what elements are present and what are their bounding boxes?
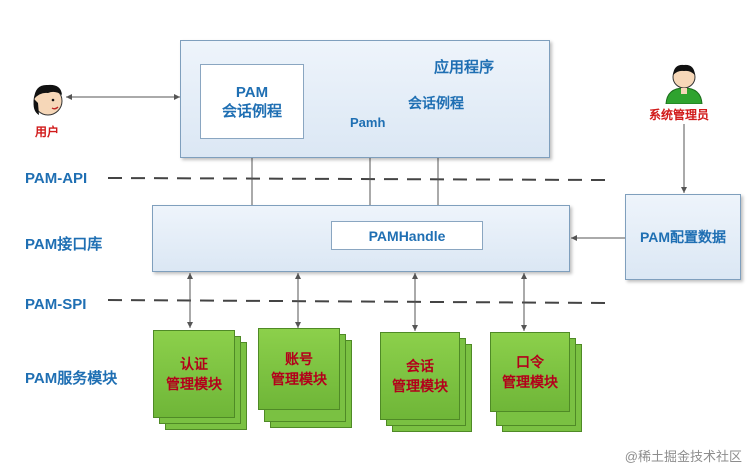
module-password-line2: 管理模块	[502, 374, 558, 390]
module-session-line1: 会话	[406, 358, 434, 374]
pam-handle-label: PAMHandle	[368, 227, 446, 244]
admin-avatar-icon	[665, 64, 703, 104]
pam-routine-line1: PAM	[235, 83, 269, 101]
pam-handle-box: PAMHandle	[331, 221, 483, 250]
module-auth-line2: 管理模块	[166, 376, 222, 392]
layer-spi-label: PAM-SPI	[25, 296, 87, 313]
user-label: 用户	[35, 125, 60, 139]
module-session: 会话 管理模块	[380, 332, 460, 420]
module-auth-line1: 认证	[180, 356, 208, 372]
pam-config-box: PAM配置数据	[625, 194, 741, 280]
spi-separator	[107, 299, 606, 304]
pamh-label: Pamh	[350, 115, 386, 130]
admin-label: 系统管理员	[649, 108, 710, 122]
module-password: 口令 管理模块	[490, 332, 570, 412]
session-routine-label: 会话例程	[408, 95, 464, 111]
layer-modules-label: PAM服务模块	[25, 370, 118, 387]
user-avatar-icon	[33, 84, 63, 116]
module-account-line1: 账号	[285, 351, 313, 367]
watermark: @稀土掘金技术社区	[624, 449, 742, 464]
layer-lib-label: PAM接口库	[25, 236, 103, 253]
module-account: 账号 管理模块	[258, 328, 340, 410]
pam-routine-line2: 会话例程	[221, 102, 282, 120]
pam-config-label: PAM配置数据	[639, 229, 727, 245]
application-title: 应用程序	[434, 59, 495, 76]
layer-api-label: PAM-API	[25, 170, 88, 187]
module-session-line2: 管理模块	[392, 378, 448, 394]
module-account-line2: 管理模块	[271, 371, 327, 387]
pam-session-routine-box: PAM 会话例程	[200, 64, 304, 139]
module-password-line1: 口令	[516, 354, 544, 370]
api-separator	[107, 177, 606, 181]
module-auth: 认证 管理模块	[153, 330, 235, 418]
